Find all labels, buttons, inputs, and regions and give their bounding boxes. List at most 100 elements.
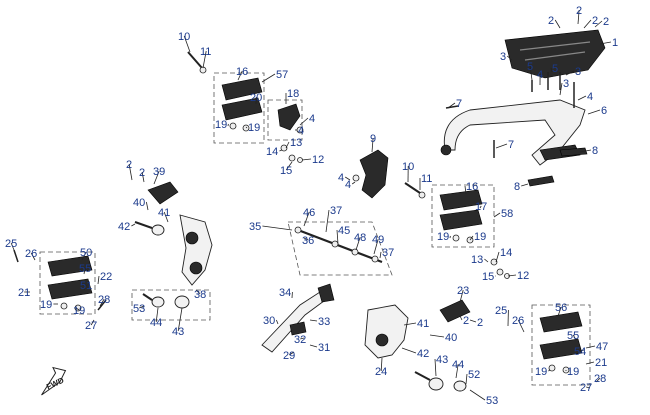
rack-fasteners xyxy=(445,72,588,187)
leader-line xyxy=(195,289,201,295)
pin-25-left xyxy=(13,249,19,263)
brake-lever xyxy=(364,304,409,359)
leader-line xyxy=(521,183,529,187)
part-number-label: 22 xyxy=(100,271,112,283)
part-number-label: 2 xyxy=(576,5,582,17)
leader-line xyxy=(495,251,500,263)
leader-line xyxy=(455,363,459,379)
part-number-label: 19 xyxy=(474,231,486,243)
footrest-right xyxy=(539,311,583,374)
leader-line xyxy=(344,176,351,181)
leader-line xyxy=(577,9,580,25)
part-number-label: 8 xyxy=(514,181,520,193)
leader-line xyxy=(97,275,100,285)
leader-line xyxy=(579,149,592,153)
frame-footrest-right xyxy=(531,304,591,386)
part-number-label: 2 xyxy=(139,167,145,179)
part-number-label: 3 xyxy=(575,66,581,78)
leader-line xyxy=(548,369,551,372)
leader-line xyxy=(155,307,159,323)
leader-line xyxy=(75,307,80,311)
bolt-11-upper xyxy=(187,51,207,74)
part-number-label: 7 xyxy=(456,98,462,110)
part-number-label: 44 xyxy=(452,359,464,371)
small-bolts-13-15 xyxy=(280,144,303,163)
part-number-label: 15 xyxy=(482,271,494,283)
leader-line xyxy=(550,67,553,73)
leader-line xyxy=(288,351,295,356)
part-number-label: 12 xyxy=(312,154,324,166)
leader-line xyxy=(572,334,577,341)
part-number-label: 7 xyxy=(508,139,514,151)
leader-line xyxy=(300,337,305,340)
leader-line xyxy=(459,315,463,321)
leader-line xyxy=(276,319,279,325)
leader-line xyxy=(529,65,533,81)
leader-line xyxy=(139,305,145,309)
leader-line xyxy=(599,41,612,45)
leader-line xyxy=(469,235,474,241)
leader-line xyxy=(261,73,276,83)
part-number-label: 2 xyxy=(126,159,132,171)
part-number-label: 18 xyxy=(287,88,299,100)
part-number-label: 6 xyxy=(601,105,607,117)
part-number-label: 39 xyxy=(153,166,165,178)
part-number-label: 19 xyxy=(437,231,449,243)
part-number-label: 4 xyxy=(338,172,344,184)
leader-line xyxy=(99,298,105,307)
luggage-rack-frame xyxy=(440,99,586,166)
leader-line xyxy=(594,20,603,28)
part-number-label: 10 xyxy=(178,31,190,43)
part-number-label: 4 xyxy=(537,69,543,81)
leader-line xyxy=(493,212,501,218)
part-number-label: 48 xyxy=(354,232,366,244)
leader-line xyxy=(577,95,587,101)
leader-line xyxy=(336,229,339,245)
leader-line xyxy=(583,19,592,29)
part-number-label: 30 xyxy=(263,315,275,327)
part-number-label: 53 xyxy=(133,303,145,315)
frame-shift-rod xyxy=(287,221,393,276)
leader-line xyxy=(303,237,309,241)
part-number-label: 40 xyxy=(133,197,145,209)
leader-line xyxy=(495,143,508,149)
part-number-label: 23 xyxy=(457,285,469,297)
footrest-left xyxy=(47,255,93,312)
leader-line xyxy=(30,252,36,261)
leader-line xyxy=(153,170,160,185)
part-number-label: 12 xyxy=(517,270,529,282)
part-number-label: 37 xyxy=(330,205,342,217)
bolts-lower-left xyxy=(142,293,190,309)
part-number-label: 28 xyxy=(594,373,606,385)
part-number-label: 4 xyxy=(298,125,304,137)
leader-line xyxy=(517,319,525,333)
part-number-label: 13 xyxy=(290,137,302,149)
frame-bracket-upper xyxy=(267,99,303,141)
part-number-label: 54 xyxy=(574,346,586,358)
leader-line xyxy=(434,358,437,377)
part-number-label: 24 xyxy=(375,366,387,378)
leader-line xyxy=(580,349,585,352)
part-number-label: 15 xyxy=(280,165,292,177)
leader-line xyxy=(585,345,596,349)
part-number-label: 2 xyxy=(548,15,554,27)
leader-line xyxy=(351,181,356,185)
part-number-label: 58 xyxy=(501,208,513,220)
forward-arrow-label: FWD xyxy=(45,376,66,392)
footrest-upper xyxy=(221,77,263,132)
part-number-label: 17 xyxy=(475,201,487,213)
leader-line xyxy=(559,82,563,96)
spring-28-left xyxy=(97,299,107,311)
small-bolts-14-15-mid xyxy=(490,258,510,279)
center-bracket-9 xyxy=(352,149,389,199)
part-number-label: 32 xyxy=(294,334,306,346)
leader-line xyxy=(285,161,293,171)
leader-line xyxy=(285,141,290,149)
part-number-label: 26 xyxy=(25,248,37,260)
part-number-label: 37 xyxy=(382,247,394,259)
part-number-label: 19 xyxy=(535,366,547,378)
part-number-label: 41 xyxy=(158,207,170,219)
part-number-label: 44 xyxy=(150,317,162,329)
